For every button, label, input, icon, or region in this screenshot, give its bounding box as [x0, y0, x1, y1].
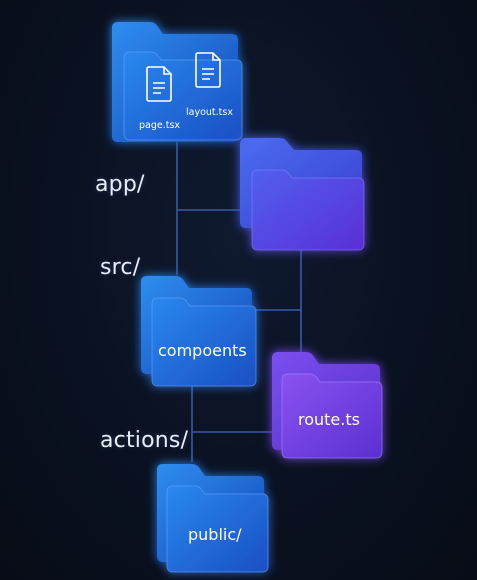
src-label: src/	[100, 255, 141, 280]
empty-folder[interactable]	[240, 138, 365, 251]
public-folder-label: public/	[188, 525, 242, 544]
components-folder[interactable]: compoents	[141, 276, 257, 387]
connector-lines	[176, 140, 302, 462]
public-folder[interactable]: public/	[157, 464, 269, 573]
actions-label: actions/	[100, 428, 189, 453]
file-icon	[195, 52, 221, 88]
app-label: app/	[95, 172, 145, 197]
route-folder[interactable]: route.ts	[272, 352, 383, 459]
file-icon	[146, 66, 172, 102]
file-name-layout: layout.tsx	[186, 107, 233, 118]
route-folder-label: route.ts	[298, 410, 360, 429]
file-name-page: page.tsx	[139, 120, 180, 131]
app-folder[interactable]: page.tsx layout.tsx	[112, 22, 243, 142]
components-folder-label: compoents	[158, 341, 247, 360]
